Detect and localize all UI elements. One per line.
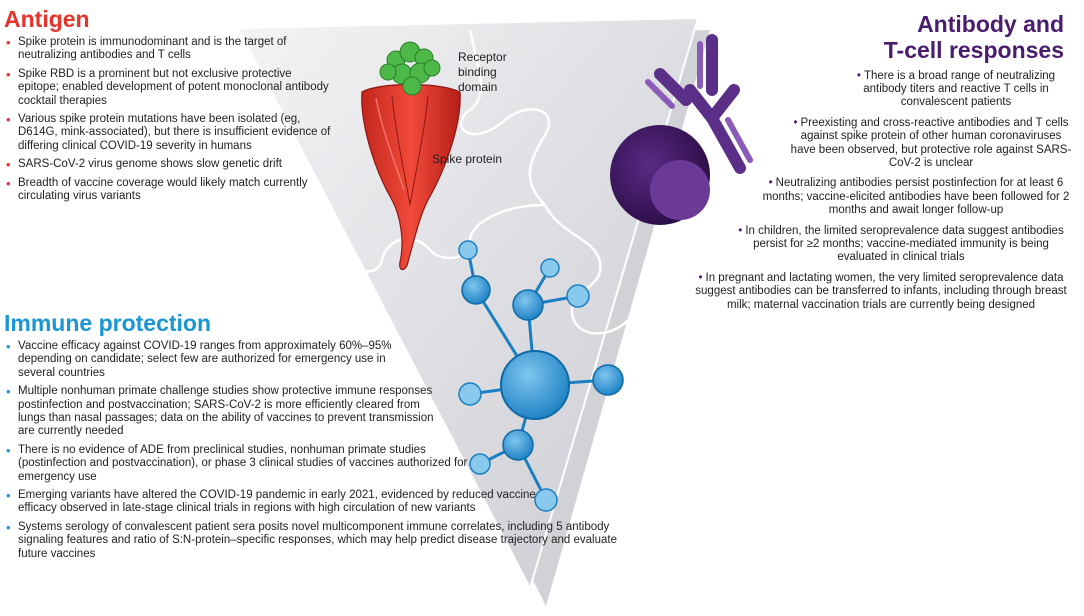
list-item: •Multiple nonhuman primate challenge stu…: [6, 384, 434, 438]
list-item: •There is no evidence of ADE from precli…: [6, 442, 468, 483]
list-item: •SARS-CoV-2 virus genome shows slow gene…: [6, 157, 282, 173]
antigen-panel: Antigen •Spike protein is immunodominant…: [4, 8, 334, 208]
spike-protein-label: Spike protein: [432, 152, 503, 166]
list-item: •Breadth of vaccine coverage would likel…: [6, 175, 308, 203]
list-item: •Systems serology of convalescent patien…: [6, 519, 617, 560]
immune-network-illustration: [458, 240, 624, 512]
list-item: •In pregnant and lactating women, the ve…: [695, 271, 1067, 311]
receptor-binding-domain-label: Receptor binding domain: [458, 50, 507, 94]
list-item: •In children, the limited seroprevalence…: [738, 224, 1064, 264]
heading-line-1: Antibody and: [917, 11, 1064, 37]
spike-protein-illustration: [361, 41, 461, 271]
list-item: •Emerging variants have altered the COVI…: [6, 488, 536, 515]
list-item: •Various spike protein mutations have be…: [6, 112, 331, 152]
antibody-tcell-list: •There is a broad range of neutralizing …: [690, 70, 1078, 313]
antigen-list: •Spike protein is immunodominant and is …: [4, 36, 334, 203]
list-item: •Preexisting and cross-reactive antibodi…: [790, 116, 1072, 169]
list-item: •There is a broad range of neutralizing …: [856, 69, 1056, 109]
immune-protection-heading: Immune protection: [4, 310, 212, 336]
antibody-tcell-panel: Antibody and T-cell responses •There is …: [690, 11, 1078, 319]
list-item: •Spike protein is immunodominant and is …: [6, 35, 287, 62]
list-item: •Neutralizing antibodies persist postinf…: [762, 177, 1070, 217]
triangle-background: [236, 16, 700, 591]
puzzle-seams: [329, 29, 629, 335]
antibody-tcell-heading: Antibody and T-cell responses: [690, 11, 1078, 64]
immune-protection-list: •Vaccine efficacy against COVID-19 range…: [4, 340, 644, 561]
antigen-heading: Antigen: [4, 6, 90, 32]
list-item: •Vaccine efficacy against COVID-19 range…: [6, 339, 392, 379]
list-item: •Spike RBD is a prominent but not exclus…: [6, 66, 329, 107]
antibody-tcell-illustration: [610, 34, 753, 225]
immune-protection-panel: Immune protection •Vaccine efficacy agai…: [4, 312, 644, 566]
heading-line-2: T-cell responses: [883, 36, 1064, 63]
